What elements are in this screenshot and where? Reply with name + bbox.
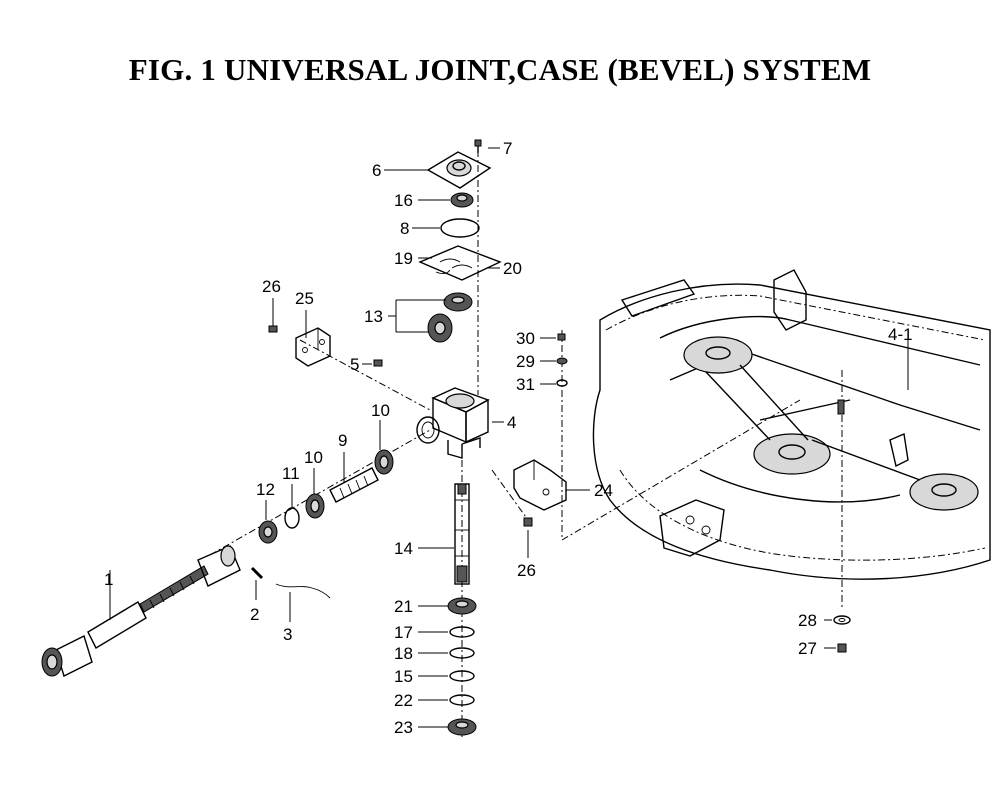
callout-14: 14 (394, 539, 413, 558)
callout-12: 12 (256, 480, 275, 499)
part-25-bracket (295, 327, 331, 367)
callout-7: 7 (503, 139, 512, 158)
callout-30: 30 (516, 329, 535, 348)
part-11-snap-ring (284, 507, 300, 529)
callout-25: 25 (295, 289, 314, 308)
callout-15: 15 (394, 667, 413, 686)
callout-10-left: 10 (304, 448, 323, 467)
callout-22: 22 (394, 691, 413, 710)
part-10-bearing-left (305, 493, 325, 519)
callout-labels: 7 6 16 8 19 20 13 5 4 26 25 10 9 10 11 1… (104, 139, 913, 737)
callout-19: 19 (394, 249, 413, 268)
callout-21: 21 (394, 597, 413, 616)
part-7-bolt (474, 139, 482, 153)
callout-3: 3 (283, 625, 292, 644)
callout-13: 13 (364, 307, 383, 326)
callout-31: 31 (516, 375, 535, 394)
part-4-1-mower-deck (592, 269, 991, 580)
callout-26-bottom: 26 (517, 561, 536, 580)
callout-4-1: 4-1 (888, 325, 913, 344)
callout-11: 11 (282, 464, 300, 483)
part-3-wire (275, 583, 331, 599)
part-9-input-shaft (329, 467, 379, 503)
part-30-29-31-hardware (556, 333, 568, 387)
part-26-bolt-top (268, 325, 278, 333)
part-19-20-shims (418, 245, 502, 281)
callout-2: 2 (250, 605, 259, 624)
callout-20: 20 (503, 259, 522, 278)
part-13-bevel-gears (427, 292, 473, 343)
assembly-centerlines (209, 150, 843, 740)
callout-16: 16 (394, 191, 413, 210)
callout-27: 27 (798, 639, 817, 658)
callout-5: 5 (350, 355, 359, 374)
callout-4: 4 (507, 413, 516, 432)
callout-10-right: 10 (371, 401, 390, 420)
part-12-seal (258, 520, 278, 544)
callout-8: 8 (400, 219, 409, 238)
figure-title: FIG. 1 UNIVERSAL JOINT,CASE (BEVEL) SYST… (128, 52, 872, 87)
part-14-shaft (454, 483, 470, 585)
callout-29: 29 (516, 352, 535, 371)
part-28-washer (833, 615, 851, 625)
callout-23: 23 (394, 718, 413, 737)
callout-28: 28 (798, 611, 817, 630)
part-5-bolt (373, 359, 383, 367)
part-26-bolt-bottom (523, 517, 533, 527)
part-4-gear-case (416, 387, 490, 459)
callout-6: 6 (372, 161, 381, 180)
callout-17: 17 (394, 623, 413, 642)
part-24-bracket (513, 459, 567, 511)
part-10-bearing-right (374, 449, 394, 475)
callout-18: 18 (394, 644, 413, 663)
part-1-universal-joint (41, 545, 241, 677)
part-2-pin (250, 566, 264, 580)
leader-lines (109, 147, 909, 728)
part-6-cover-plate (426, 151, 492, 189)
callout-9: 9 (338, 431, 347, 450)
part-16-bearing (450, 192, 474, 208)
callout-1: 1 (104, 570, 113, 589)
callout-24: 24 (594, 481, 613, 500)
lower-seal-stack (447, 597, 477, 736)
callout-26-top: 26 (262, 277, 281, 296)
part-27-bolt (837, 643, 847, 653)
part-8-o-ring (440, 218, 480, 238)
